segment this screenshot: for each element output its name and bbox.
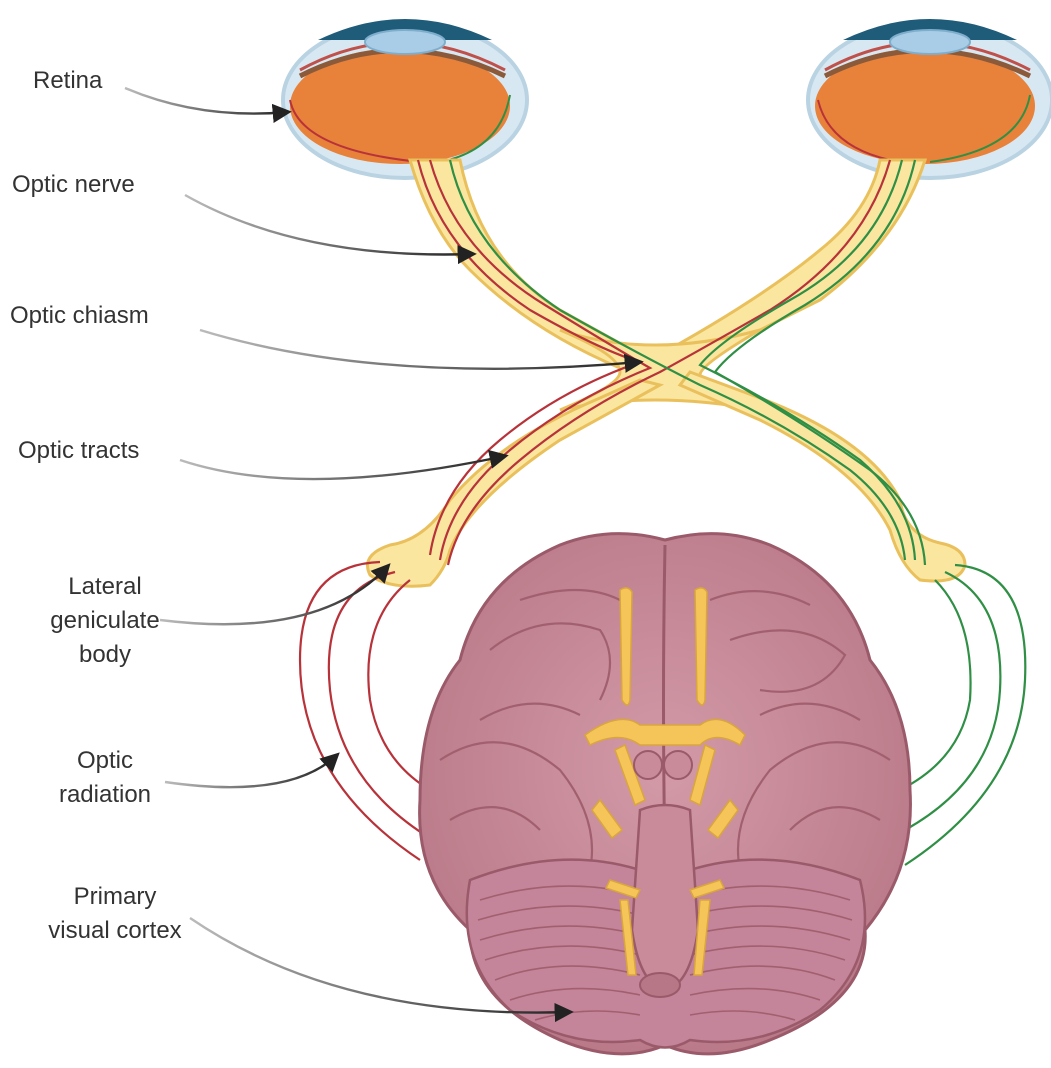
optic-tracts-arrow bbox=[180, 456, 505, 479]
label-lateral-geniculate-body: Lateral geniculate body bbox=[30, 570, 180, 672]
label-retina: Retina bbox=[33, 64, 102, 98]
label-primary-visual-cortex: Primary visual cortex bbox=[20, 880, 210, 948]
left-eye bbox=[283, 19, 527, 178]
label-optic-radiation: Optic radiation bbox=[30, 744, 180, 812]
retina-arrow bbox=[125, 88, 288, 114]
brain-inferior-view bbox=[420, 534, 911, 1054]
label-optic-tracts: Optic tracts bbox=[18, 434, 139, 468]
optic-radiation-arrow bbox=[165, 755, 337, 787]
lateral-geniculate-body-arrow bbox=[160, 566, 388, 624]
label-optic-chiasm: Optic chiasm bbox=[10, 299, 149, 333]
label-optic-nerve: Optic nerve bbox=[12, 168, 135, 202]
right-eye bbox=[808, 19, 1051, 178]
